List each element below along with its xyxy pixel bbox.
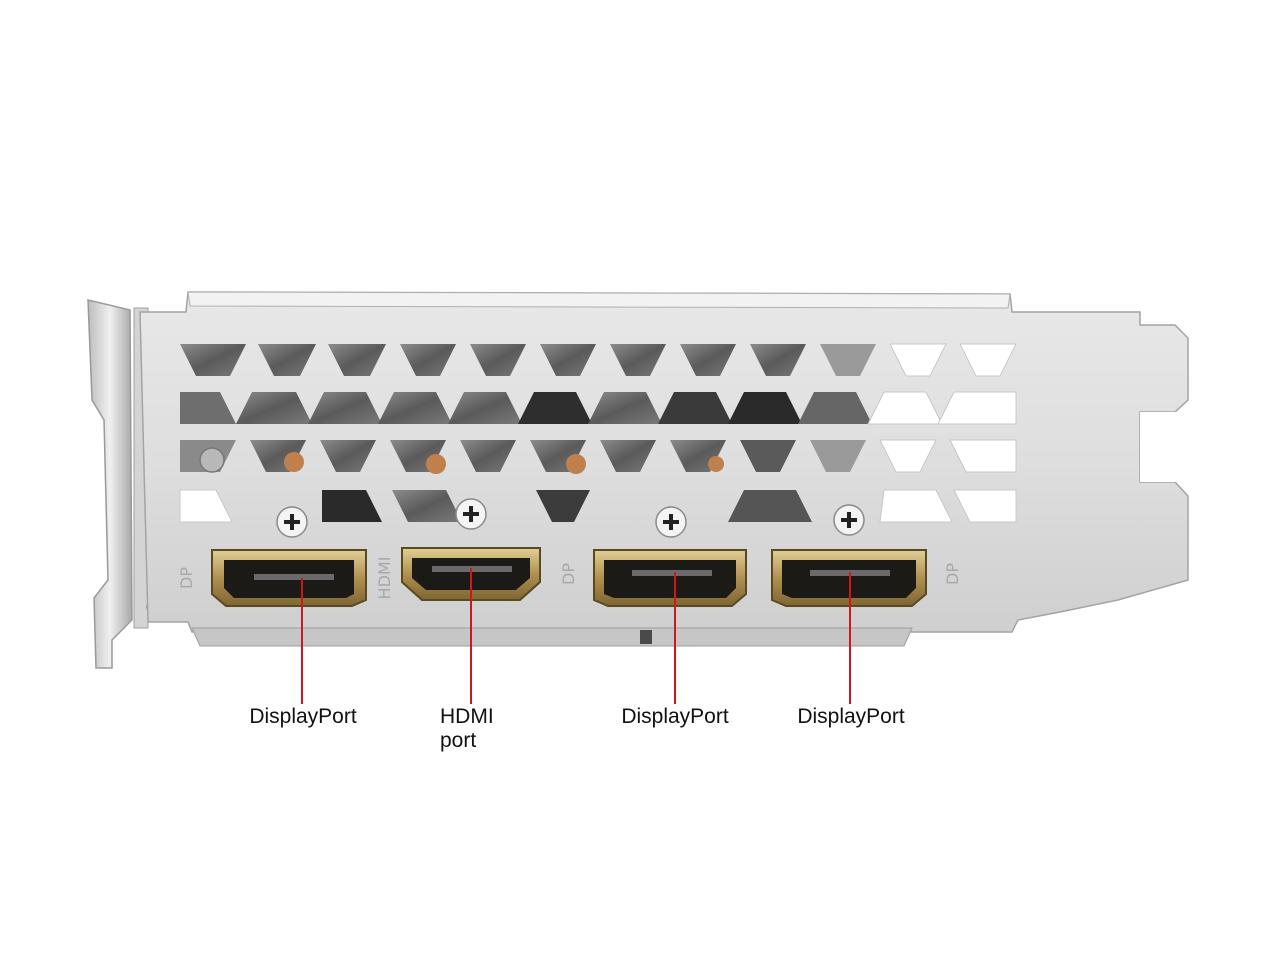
marking-dp-middle: DP <box>559 563 578 585</box>
bracket-right-tab <box>1140 412 1176 482</box>
marking-dp-right: DP <box>943 563 962 585</box>
displayport-2 <box>593 549 747 607</box>
callout-leaders <box>301 568 851 704</box>
callout-label-dp3: DisplayPort <box>797 705 905 728</box>
screw-1 <box>276 506 308 538</box>
screw-3 <box>655 506 687 538</box>
marking-hdmi: HDMI <box>375 557 394 600</box>
callout-label-dp2: DisplayPort <box>621 705 729 728</box>
screw-4 <box>833 504 865 536</box>
bracket-markings: DP HDMI DP DP <box>177 557 962 600</box>
vent-grille <box>179 343 1017 523</box>
screw-2 <box>455 498 487 530</box>
bracket-screws <box>276 498 865 538</box>
marking-dp-left: DP <box>177 567 196 589</box>
callout-label-dp1: DisplayPort <box>249 705 357 728</box>
displayport-1 <box>211 549 367 607</box>
callout-label-hdmi: HDMI port <box>440 705 494 752</box>
